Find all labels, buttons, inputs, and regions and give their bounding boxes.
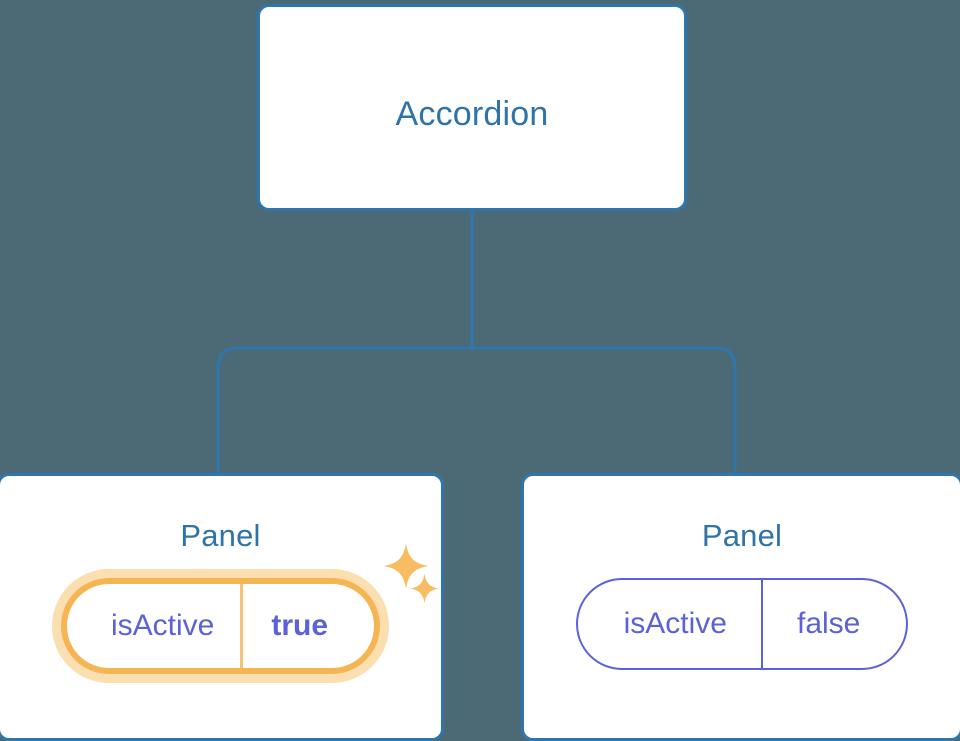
prop-value: false: [796, 607, 861, 640]
connector-branch-bus: [216, 346, 737, 473]
prop-pill-container-active: isActive true: [0, 578, 441, 674]
node-panel-active[interactable]: Panel isActive true: [0, 473, 444, 741]
prop-value: true: [271, 609, 329, 642]
prop-key: isActive: [67, 584, 244, 668]
prop-pill-isactive-false[interactable]: isActive false: [575, 578, 909, 670]
prop-pill-isactive-true[interactable]: isActive true: [60, 578, 381, 674]
node-panel-inactive[interactable]: Panel isActive false: [521, 473, 960, 741]
prop-pill-container-inactive: isActive false: [524, 578, 960, 670]
node-accordion[interactable]: Accordion: [257, 4, 687, 211]
prop-key: isActive: [578, 580, 763, 668]
node-panel-inactive-title: Panel: [701, 518, 783, 553]
node-panel-active-title: Panel: [180, 518, 261, 553]
node-accordion-title: Accordion: [395, 95, 549, 133]
